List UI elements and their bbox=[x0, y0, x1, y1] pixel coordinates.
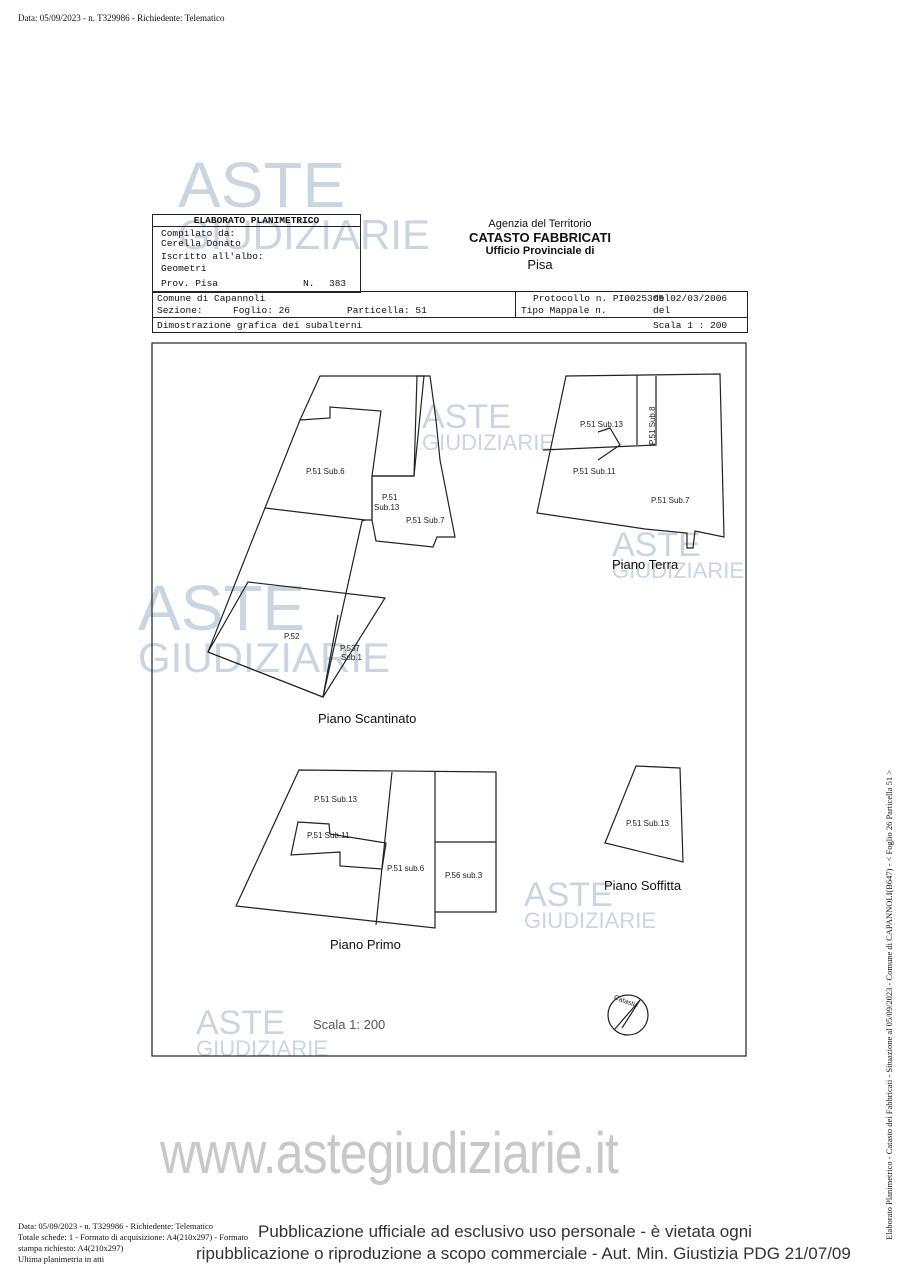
plan-scantinato bbox=[207, 375, 425, 698]
footer-line: Ultima planimetria in atti bbox=[18, 1254, 105, 1264]
compiler-box: ELABORATO PLANIMETRICO Compilato da: Cer… bbox=[152, 214, 361, 293]
room-label: P.51 Sub.11 bbox=[573, 467, 616, 476]
plan-title: Piano Soffitta bbox=[604, 878, 682, 893]
number-label: N. bbox=[303, 278, 315, 289]
scale-note: Scala 1: 200 bbox=[313, 1017, 385, 1032]
room-label: P.56 sub.3 bbox=[445, 871, 483, 880]
tipo-mappale: Tipo Mappale n. bbox=[521, 305, 607, 316]
info-grid: Comune di Capannoli Protocollo n. PI0025… bbox=[152, 291, 748, 333]
room-label: P.51 Sub.13 bbox=[626, 819, 670, 828]
north-arrow-icon bbox=[607, 994, 649, 1036]
agency: Agenzia del Territorio bbox=[488, 218, 592, 230]
footer-line: Data: 05/09/2023 - n. T329986 - Richiede… bbox=[18, 1221, 214, 1231]
plan-terra bbox=[536, 373, 725, 549]
room-label: P.51 Sub.6 bbox=[306, 467, 345, 476]
room-label: P.51 Sub.8 bbox=[648, 406, 657, 445]
scale: Scala 1 : 200 bbox=[653, 320, 728, 331]
top-line: Data: 05/09/2023 - n. T329986 - Richiede… bbox=[18, 13, 225, 23]
room-label: Sub.1 bbox=[341, 653, 362, 662]
publication-notice: ripubblicazione o riproduzione a scopo c… bbox=[196, 1244, 851, 1263]
catasto: CATASTO FABBRICATI bbox=[468, 230, 612, 245]
compiler-name: Cerella Donato bbox=[161, 238, 241, 249]
compiled-label: Compilato da: bbox=[161, 228, 236, 239]
room-label: P.51 Sub.11 bbox=[307, 831, 350, 840]
protocollo-date: del02/03/2006 bbox=[653, 293, 728, 304]
watermark-url: www.astegiudiziarie.it bbox=[160, 1121, 619, 1186]
protocollo: Protocollo n. PI0025305 bbox=[533, 293, 665, 304]
province: Prov. Pisa bbox=[161, 278, 219, 289]
side-caption: Elaborato Planimetrico - Catasto dei Fab… bbox=[884, 769, 894, 1240]
footer-meta: Data: 05/09/2023 - n. T329986 - Richiede… bbox=[18, 1221, 252, 1265]
registered-value: Geometri bbox=[161, 263, 207, 274]
room-label: P.51 sub.6 bbox=[387, 864, 425, 873]
doc-title: ELABORATO PLANIMETRICO bbox=[153, 215, 360, 227]
plan-soffitta bbox=[604, 765, 684, 863]
office: Ufficio Provinciale di bbox=[485, 245, 595, 257]
room-label: P.51 Sub.13 bbox=[580, 420, 624, 429]
footer-line: Totale schede: 1 - Formato di acquisizio… bbox=[18, 1232, 249, 1253]
registered-label: Iscritto all'albo: bbox=[161, 251, 264, 262]
room-label: P.51 Sub.13 bbox=[314, 795, 358, 804]
tipo-mappale-date: del bbox=[653, 305, 671, 316]
foglio: Foglio: 26 bbox=[233, 305, 291, 316]
agency-header: Agenzia del Territorio CATASTO FABBRICAT… bbox=[440, 218, 640, 272]
room-label: P.51 Sub.7 bbox=[651, 496, 690, 505]
room-label: P.51 bbox=[382, 493, 398, 502]
plan-primo bbox=[235, 769, 497, 929]
comune: Comune di Capannoli bbox=[157, 293, 266, 304]
room-label: P.51 Sub.7 bbox=[406, 516, 445, 525]
publication-notice: Pubblicazione ufficiale ad esclusivo uso… bbox=[258, 1222, 752, 1241]
plan-title: Piano Scantinato bbox=[318, 711, 416, 726]
registration-number: 383 bbox=[329, 278, 347, 289]
plan-title: Piano Primo bbox=[330, 937, 401, 952]
north-label: Catasti bbox=[613, 994, 636, 1008]
city: Pisa bbox=[527, 257, 553, 272]
description: Dimostrazione grafica dei subalterni bbox=[157, 320, 363, 331]
particella: Particella: 51 bbox=[347, 305, 427, 316]
room-label: Sub.13 bbox=[374, 503, 400, 512]
room-label: P.537 bbox=[340, 644, 360, 653]
sezione: Sezione: bbox=[157, 305, 203, 316]
room-label: P.52 bbox=[284, 632, 300, 641]
drawing-frame bbox=[151, 342, 747, 1057]
plan-title: Piano Terra bbox=[612, 557, 679, 572]
